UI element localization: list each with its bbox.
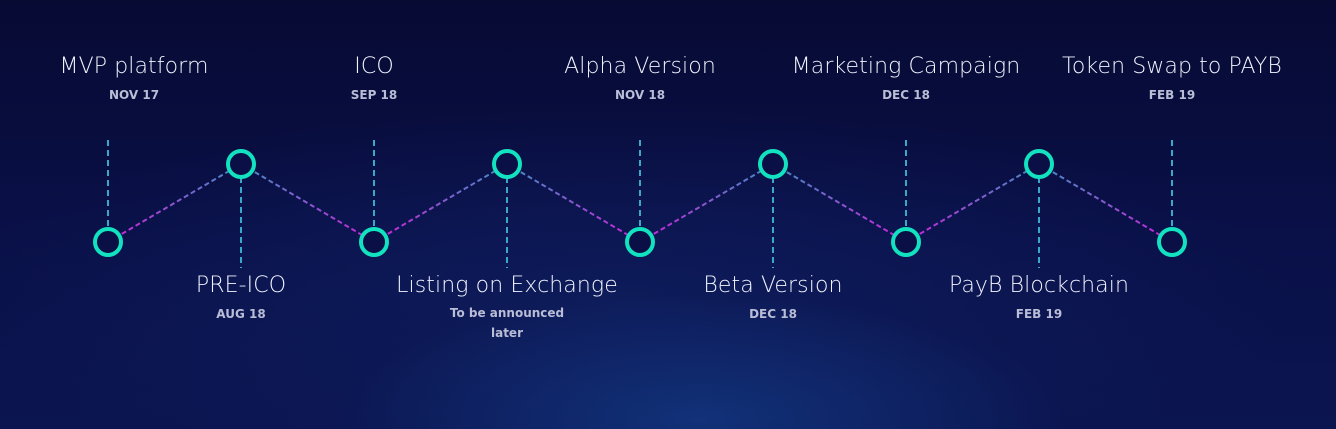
milestone-date: FEB 19 bbox=[1015, 307, 1063, 321]
milestone-node bbox=[891, 227, 921, 257]
milestone-node bbox=[1157, 227, 1187, 257]
milestone-date: NOV 17 bbox=[108, 88, 160, 102]
timeline-segment bbox=[107, 163, 242, 243]
milestone-alpha-version: Alpha Version NOV 18 bbox=[510, 54, 770, 104]
milestone-pre-ico: PRE-ICO AUG 18 bbox=[111, 273, 371, 323]
milestone-mvp-platform: MVP platform NOV 17 bbox=[4, 54, 264, 104]
milestone-date: FEB 19 bbox=[1148, 88, 1196, 102]
milestone-node bbox=[226, 149, 256, 179]
timeline-segment bbox=[240, 163, 375, 243]
timeline-segment bbox=[373, 163, 508, 243]
milestone-title: Listing on Exchange bbox=[396, 273, 618, 298]
milestone-title: PRE-ICO bbox=[195, 273, 287, 298]
milestone-node bbox=[1024, 149, 1054, 179]
timeline-segment bbox=[1038, 163, 1173, 243]
milestone-date: SEP 18 bbox=[350, 88, 398, 102]
milestone-date: DEC 18 bbox=[882, 88, 930, 102]
milestone-node bbox=[93, 227, 123, 257]
milestone-node bbox=[758, 149, 788, 179]
milestone-beta-version: Beta Version DEC 18 bbox=[643, 273, 903, 323]
milestone-date: To be announced later bbox=[449, 306, 565, 340]
milestone-marketing-campaign: Marketing Campaign DEC 18 bbox=[776, 54, 1036, 104]
timeline-segment bbox=[506, 163, 641, 243]
milestone-node bbox=[359, 227, 389, 257]
milestone-title: Alpha Version bbox=[564, 54, 716, 79]
milestone-token-swap-to-payb: Token Swap to PAYB FEB 19 bbox=[1042, 54, 1302, 104]
timeline-segment bbox=[905, 163, 1040, 243]
timeline-segment bbox=[772, 163, 907, 243]
milestone-date: DEC 18 bbox=[749, 307, 797, 321]
milestone-node bbox=[492, 149, 522, 179]
milestone-title: Token Swap to PAYB bbox=[1062, 54, 1282, 79]
milestone-title: MVP platform bbox=[59, 54, 209, 79]
milestone-payb-blockchain: PayB Blockchain FEB 19 bbox=[909, 273, 1169, 323]
milestone-listing-on-exchange: Listing on Exchange To be announced late… bbox=[377, 273, 637, 343]
milestone-title: ICO bbox=[354, 54, 394, 79]
milestone-date: NOV 18 bbox=[614, 88, 666, 102]
milestone-date: AUG 18 bbox=[216, 307, 266, 321]
milestone-title: PayB Blockchain bbox=[948, 273, 1130, 298]
timeline-segment bbox=[639, 163, 774, 243]
milestone-node bbox=[625, 227, 655, 257]
milestone-ico: ICO SEP 18 bbox=[244, 54, 504, 104]
milestone-title: Marketing Campaign bbox=[791, 54, 1021, 79]
milestone-title: Beta Version bbox=[703, 273, 843, 298]
